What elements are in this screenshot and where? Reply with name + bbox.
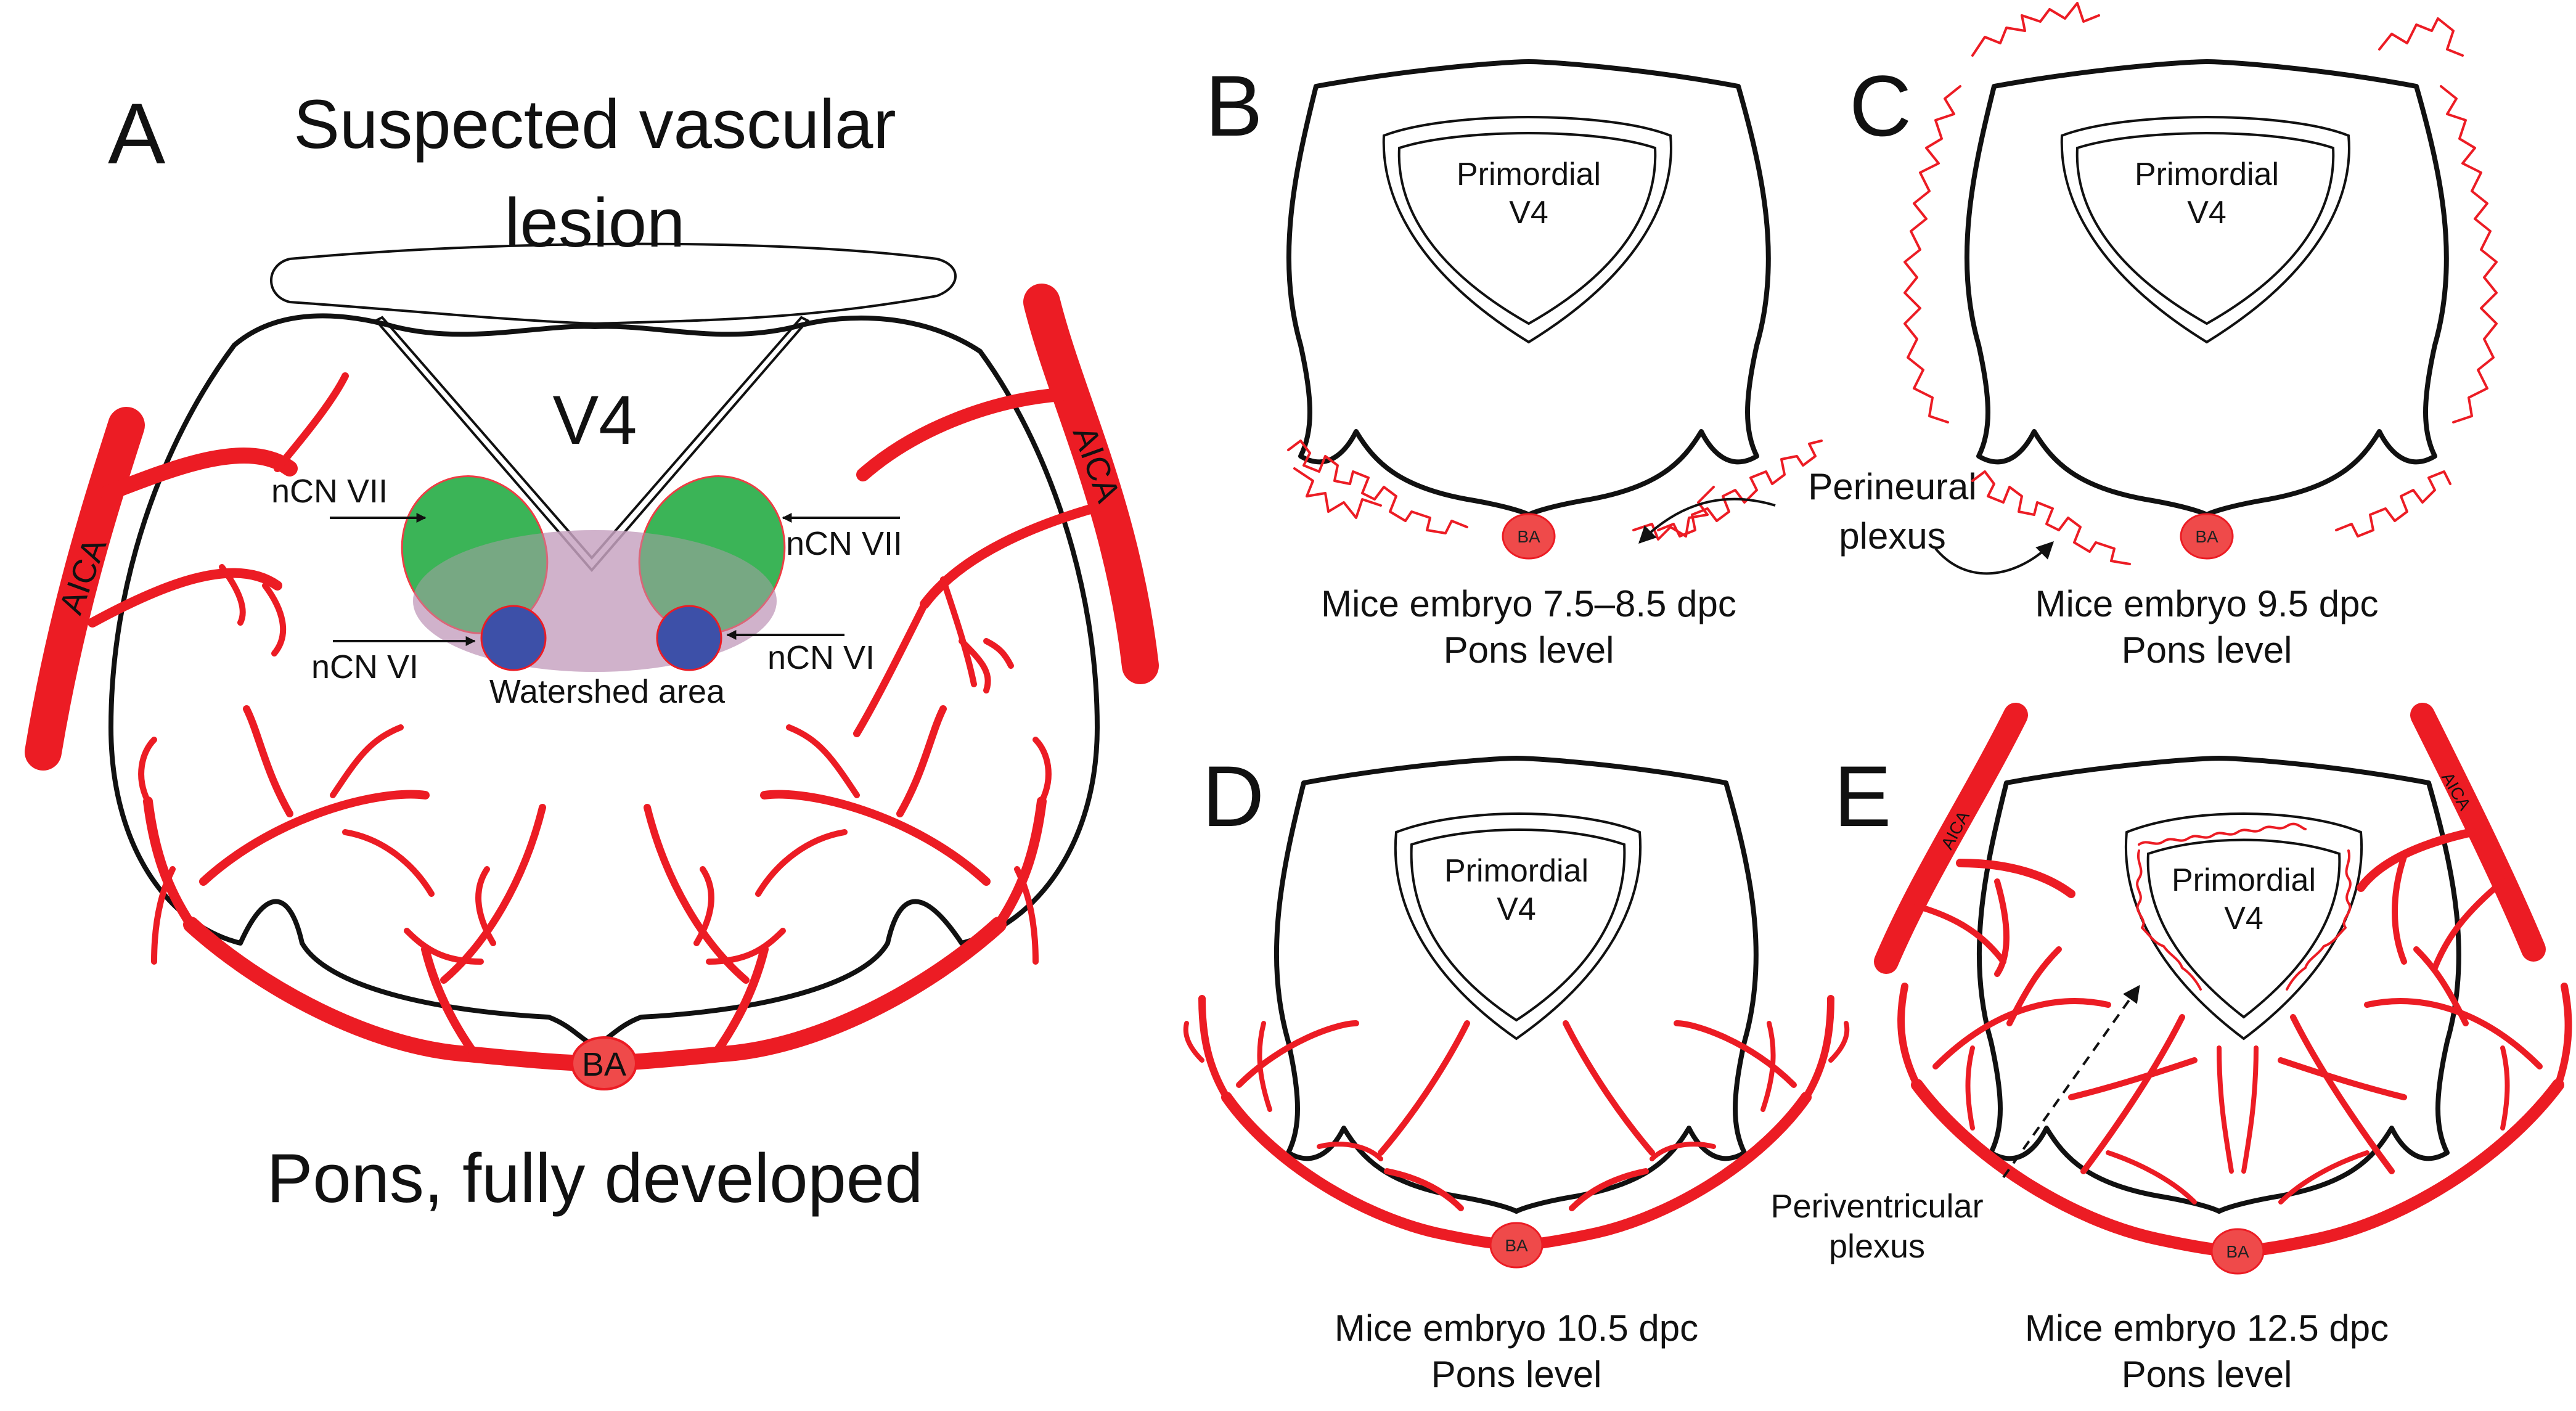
panel-e-periventricular-plexus [2136,822,2352,991]
panel-b-v4-line2: V4 [1509,195,1548,231]
panel-e-caption-line1: Mice embryo 12.5 dpc [2025,1307,2389,1349]
panel-d-basilar-artery [1489,1222,1544,1269]
panel-c-pons-outline [1964,59,2449,517]
panel-c-v4-line2: V4 [2187,195,2226,231]
perineural-plexus-annotation: Perineural plexus [1638,466,2054,575]
aica-right-label: AICA [1066,422,1127,507]
perineural-arrow-left [1638,497,1776,544]
panel-d-v4-line2: V4 [1497,891,1536,927]
panel-c-perineural-plexus [1903,2,2498,565]
label-ncn6-right: nCN VI [767,639,875,676]
panel-e-v4-line1: Primordial [2172,862,2316,898]
panel-e-caption-line2: Pons level [2122,1354,2292,1395]
panel-b-v4-line1: Primordial [1457,157,1601,192]
watershed-overlay [413,530,777,672]
perineural-line1: Perineural [1808,466,1977,507]
panel-d-caption-line2: Pons level [1431,1354,1602,1395]
panel-c-letter: C [1849,57,1912,154]
panel-c-caption-line2: Pons level [2122,629,2292,671]
panel-a-v4-label: V4 [553,382,637,459]
panel-a-title-line1: Suspected vascular [293,86,896,163]
panel-e-pons-outline [1976,756,2461,1214]
label-watershed: Watershed area [489,673,726,710]
periventricular-line1: Periventricular [1770,1188,1983,1225]
panel-b-caption-line2: Pons level [1444,629,1614,671]
panel-d-v4-line1: Primordial [1444,853,1589,889]
periventricular-arrow [2002,984,2140,1179]
panel-d-ba-label: BA [1505,1236,1528,1255]
panel-b-v4-outer [1382,116,1672,344]
label-ncn7-left: nCN VII [271,473,388,510]
aica-left-artery [25,372,349,771]
panel-a-pons-outline [108,313,1100,1047]
panel-e: E Primordial V4 AICA AICA [1770,703,2572,1395]
aica-right-artery [853,284,1159,737]
panel-d-letter: D [1202,748,1264,845]
panel-d-v4-outer [1394,812,1642,1041]
panel-d-v4-inner [1410,828,1626,1022]
panel-d: D Primordial V4 BA Mice embryo 10.5 dpc … [1183,748,1850,1395]
panel-b-perineural-plexus [1287,440,1823,538]
panel-e-letter: E [1834,748,1891,845]
panel-c-v4-outer [2060,116,2350,344]
nucleus-cn6-left [480,605,547,671]
nucleus-cn6-right [656,605,722,671]
panel-a-title-line2: lesion [505,184,685,261]
panel-c-ba-label: BA [2195,527,2218,546]
panel-b-ba-label: BA [1517,527,1540,546]
panel-b-basilar-artery [1502,513,1556,560]
panel-d-caption-line1: Mice embryo 10.5 dpc [1335,1307,1698,1349]
periventricular-line2: plexus [1829,1228,1925,1265]
perineural-line2: plexus [1839,515,1945,557]
panel-e-ba-label: BA [2226,1242,2249,1261]
panel-c-basilar-artery [2180,513,2234,560]
panel-b-pons-outline [1286,59,1771,517]
panel-c: C Primordial V4 BA Mice embryo 9.5 dpc P… [1849,2,2498,671]
panel-a-ba-arcade [138,705,1052,1071]
panel-a-ba-label: BA [582,1046,626,1083]
panel-b-letter: B [1205,57,1262,154]
panel-c-v4-inner [2075,132,2335,325]
panel-b: B Primordial V4 BA Mice embryo 7.5–8.5 d… [1205,57,1823,671]
aica-left-label: AICA [52,533,113,619]
panel-c-v4-line1: Primordial [2135,157,2279,192]
panel-e-v4-inner [2146,838,2341,1019]
panel-b-v4-inner [1397,132,1657,325]
perineural-arrow-right [1934,541,2054,575]
label-ncn6-left: nCN VI [311,648,419,685]
panel-a: A Suspected vascular lesion V4 nCN VII n… [25,85,1159,1217]
panel-a-letter: A [108,85,166,182]
panel-e-basilar-artery [2210,1228,2265,1275]
label-ncn7-right: nCN VII [786,525,902,562]
panel-a-basilar-artery [571,1036,637,1090]
panel-b-caption-line1: Mice embryo 7.5–8.5 dpc [1321,583,1736,624]
lesion-outline [270,242,957,325]
panel-a-caption: Pons, fully developed [267,1140,923,1217]
panel-c-caption-line1: Mice embryo 9.5 dpc [2035,583,2379,624]
panel-e-aica-left-artery [1874,703,2075,977]
panel-e-aica-right-artery [2357,703,2546,971]
panel-e-v4-line2: V4 [2224,901,2263,936]
